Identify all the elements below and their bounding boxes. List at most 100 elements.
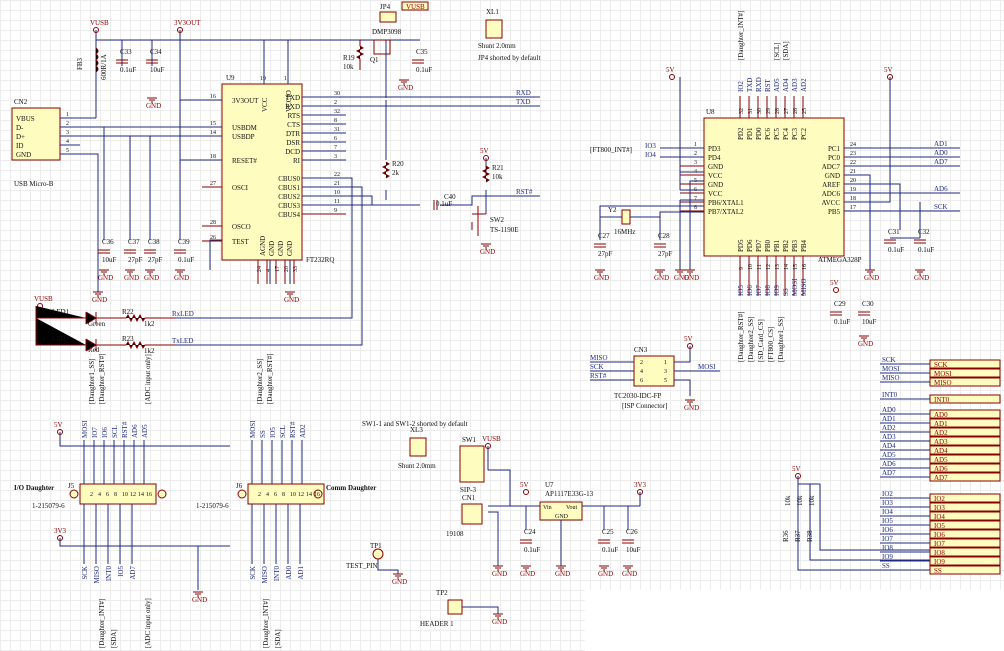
ground-symbol: GND [146, 97, 161, 110]
cap-ref: C31 [888, 228, 900, 236]
usb-wires [60, 30, 540, 346]
cap-value: 0.1uF [436, 200, 452, 208]
r36-value: 10k [784, 495, 792, 506]
port-net-label: IO4 [882, 508, 893, 516]
ft232-pin-num: 6 [334, 136, 337, 142]
ft232-pin-name: RTS [288, 112, 301, 120]
ft232-pin-num: 30 [334, 91, 340, 97]
sw1-part: SIP-3 [460, 486, 476, 494]
led1-ref: LED1 [52, 308, 70, 316]
atmega-pin-name: PB4 [800, 239, 808, 252]
res-value: 1k2 [144, 320, 155, 328]
xl1-ref: XL1 [486, 8, 499, 16]
cap-ref: C34 [150, 48, 162, 56]
led2-red: LED2 Red [35, 318, 118, 354]
j6-bottom-net: SCK [249, 566, 257, 580]
j5-ref: J5 [68, 482, 75, 490]
ground-label: GND [914, 274, 929, 282]
daughter-wires [59, 432, 230, 590]
ft232-pin-num: 22 [334, 172, 340, 178]
cap-ref: C39 [178, 238, 190, 246]
atmega-pin-name: PD3 [708, 145, 721, 153]
port-net-label: SS [882, 562, 890, 570]
ground-label: GND [124, 274, 139, 282]
atmega-top-group-label: [Daughter_INT#] [737, 11, 745, 60]
ground-label: GND [858, 340, 873, 348]
ft232-pin-name: GND [286, 241, 294, 256]
power-symbol: 5V [884, 66, 893, 80]
power-label: 5V [480, 147, 489, 155]
port-net-label: IO3 [882, 499, 893, 507]
ground-symbol: GND [684, 399, 699, 412]
ground-symbol: GND [98, 269, 113, 282]
j5-pin-num: 14 [138, 492, 144, 498]
power-label: 3V3 [54, 527, 67, 535]
power-label: 5V [54, 421, 63, 429]
atmega-pin-num: 8 [694, 205, 697, 211]
ground-label: GND [492, 618, 507, 626]
cap-value: 10uF [862, 318, 877, 326]
res-ref: R23 [122, 335, 134, 343]
cn2-pin-num: 2 [66, 121, 69, 127]
ft232-ref: U9 [226, 74, 235, 82]
j5-pin-num: 8 [114, 492, 117, 498]
ground-label: GND [98, 274, 113, 282]
atmega-bottom-net: IO5 [737, 285, 745, 296]
j6-title: Comm Daughter [326, 484, 376, 492]
ground-label: GND [594, 274, 609, 282]
ft232-pin-num: 1 [284, 76, 287, 82]
cap-value: 10uF [102, 256, 117, 264]
ground-symbol: GND [520, 565, 535, 578]
cn3-label: [ISP Connector] [622, 402, 667, 410]
j5-title: I/O Daughter [14, 484, 54, 492]
cn2-pin-name: D+ [16, 133, 25, 141]
j6-ref: J6 [236, 482, 243, 490]
cn3-net-mosi: MOSI [698, 363, 716, 371]
atmega-pin-name: ADC6 [822, 190, 841, 198]
atmega-pin-name: VCC [708, 190, 723, 198]
power-symbol: 5V [666, 66, 675, 80]
power-label: VUSB [90, 19, 109, 27]
power-symbol: 5V [830, 279, 839, 293]
ground-label: GND [654, 274, 669, 282]
ground-symbol: GND [124, 269, 139, 282]
atmega-pin-num: 12 [766, 264, 772, 270]
atmega-bottom-net: MISO [800, 278, 808, 296]
port-net-label: IO2 [882, 490, 893, 498]
atmega-pin-name: PC3 [791, 127, 799, 140]
sw2-part: TS-1190E [490, 226, 519, 234]
cap-ref: C29 [834, 300, 846, 308]
port-net-label: AD5 [882, 451, 896, 459]
atmega-pin-name: PC4 [782, 127, 790, 140]
j5-pin-num: 10 [122, 492, 128, 498]
atmega-pin-num: 11 [757, 264, 763, 270]
ft232-pin-num: 4 [266, 269, 272, 272]
atmega-right-net: AD6 [934, 185, 948, 193]
ft232-pin-num: 31 [334, 127, 340, 133]
r19-value: 10k [343, 63, 354, 71]
switch-sw2: SW2 TS-1190E [471, 206, 519, 236]
port-net-label: IO7 [882, 535, 893, 543]
port-label: SCK [934, 361, 948, 369]
j6-bottom-net: MISO [261, 566, 269, 584]
atmega-pin-num: 22 [850, 160, 856, 166]
ft232-pin-name: GND [277, 241, 285, 256]
port-net-label: IO8 [882, 544, 893, 552]
ft232-pin-num: 14 [210, 130, 216, 136]
atmega-right-net: AD1 [934, 140, 948, 148]
res-ref: R20 [392, 160, 404, 168]
port-net-label: IO6 [882, 526, 893, 534]
ground-label: GND [392, 578, 407, 586]
j5-top-net: RST# [121, 421, 129, 438]
cap-value: 0.1uF [524, 546, 540, 554]
cn2-part: USB Micro-B [14, 180, 54, 188]
ground-symbol: GND [92, 291, 107, 304]
cap-value: 27pF [598, 250, 613, 258]
